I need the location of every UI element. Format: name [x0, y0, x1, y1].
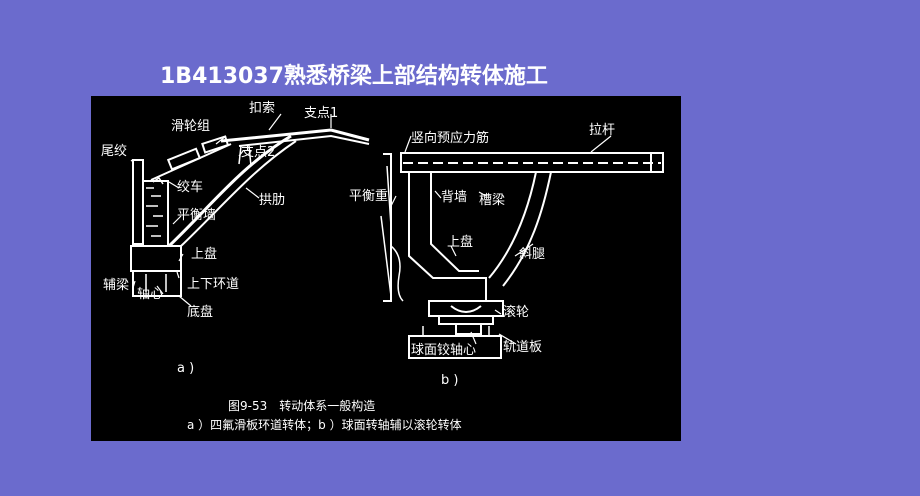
- label-support2: 支点2: [241, 145, 276, 160]
- label-buckle-cable: 扣索: [249, 101, 276, 116]
- label-upper-plate-a: 上盘: [191, 247, 218, 262]
- label-trough-beam: 槽梁: [479, 193, 506, 208]
- slide-title: 1B413037熟悉桥梁上部结构转体施工: [160, 64, 548, 89]
- figure-caption-subtitle: a ）四氟滑板环道转体；b ）球面转轴辅以滚轮转体: [187, 418, 462, 432]
- label-support1: 支点1: [304, 106, 339, 121]
- structure-drawing: [130, 113, 664, 359]
- label-vertical-tendon: 竖向预应力筋: [411, 131, 490, 146]
- label-spherical-pivot: 球面铰轴心: [411, 343, 477, 358]
- label-back-wall: 背墙: [441, 190, 468, 205]
- label-panel-b: b ): [441, 373, 459, 388]
- label-aux-beam: 辅梁: [103, 278, 130, 293]
- label-arch-rib: 拱肋: [259, 193, 286, 208]
- panel-b-drawing: [380, 135, 664, 359]
- label-pulley-group: 滑轮组: [171, 119, 211, 134]
- label-inclined-leg: 斜腿: [519, 247, 546, 262]
- label-panel-a: a ): [177, 361, 195, 376]
- label-balance-wall: 平衡墙: [177, 208, 217, 223]
- label-tie-rod: 拉杆: [589, 123, 616, 138]
- panel-a-drawing: [130, 113, 370, 307]
- label-roller: 滚轮: [503, 305, 530, 320]
- label-track-plate: 轨道板: [503, 340, 543, 355]
- label-counterweight: 平衡重: [349, 189, 389, 204]
- label-ring-track: 上下环道: [187, 277, 240, 292]
- construction-figure: 尾绞 滑轮组 扣索 支点1 支点2 绞车 拱肋 平衡墙 上盘 上下环道 辅梁 轴…: [91, 96, 681, 441]
- label-upper-plate-b: 上盘: [447, 235, 474, 250]
- label-winch: 绞车: [177, 180, 204, 195]
- figure-caption-title: 图9-53 转动体系一般构造: [228, 399, 376, 413]
- label-pivot: 轴心: [137, 287, 164, 302]
- label-base-plate: 底盘: [187, 305, 214, 320]
- label-tail-hinge: 尾绞: [101, 144, 128, 159]
